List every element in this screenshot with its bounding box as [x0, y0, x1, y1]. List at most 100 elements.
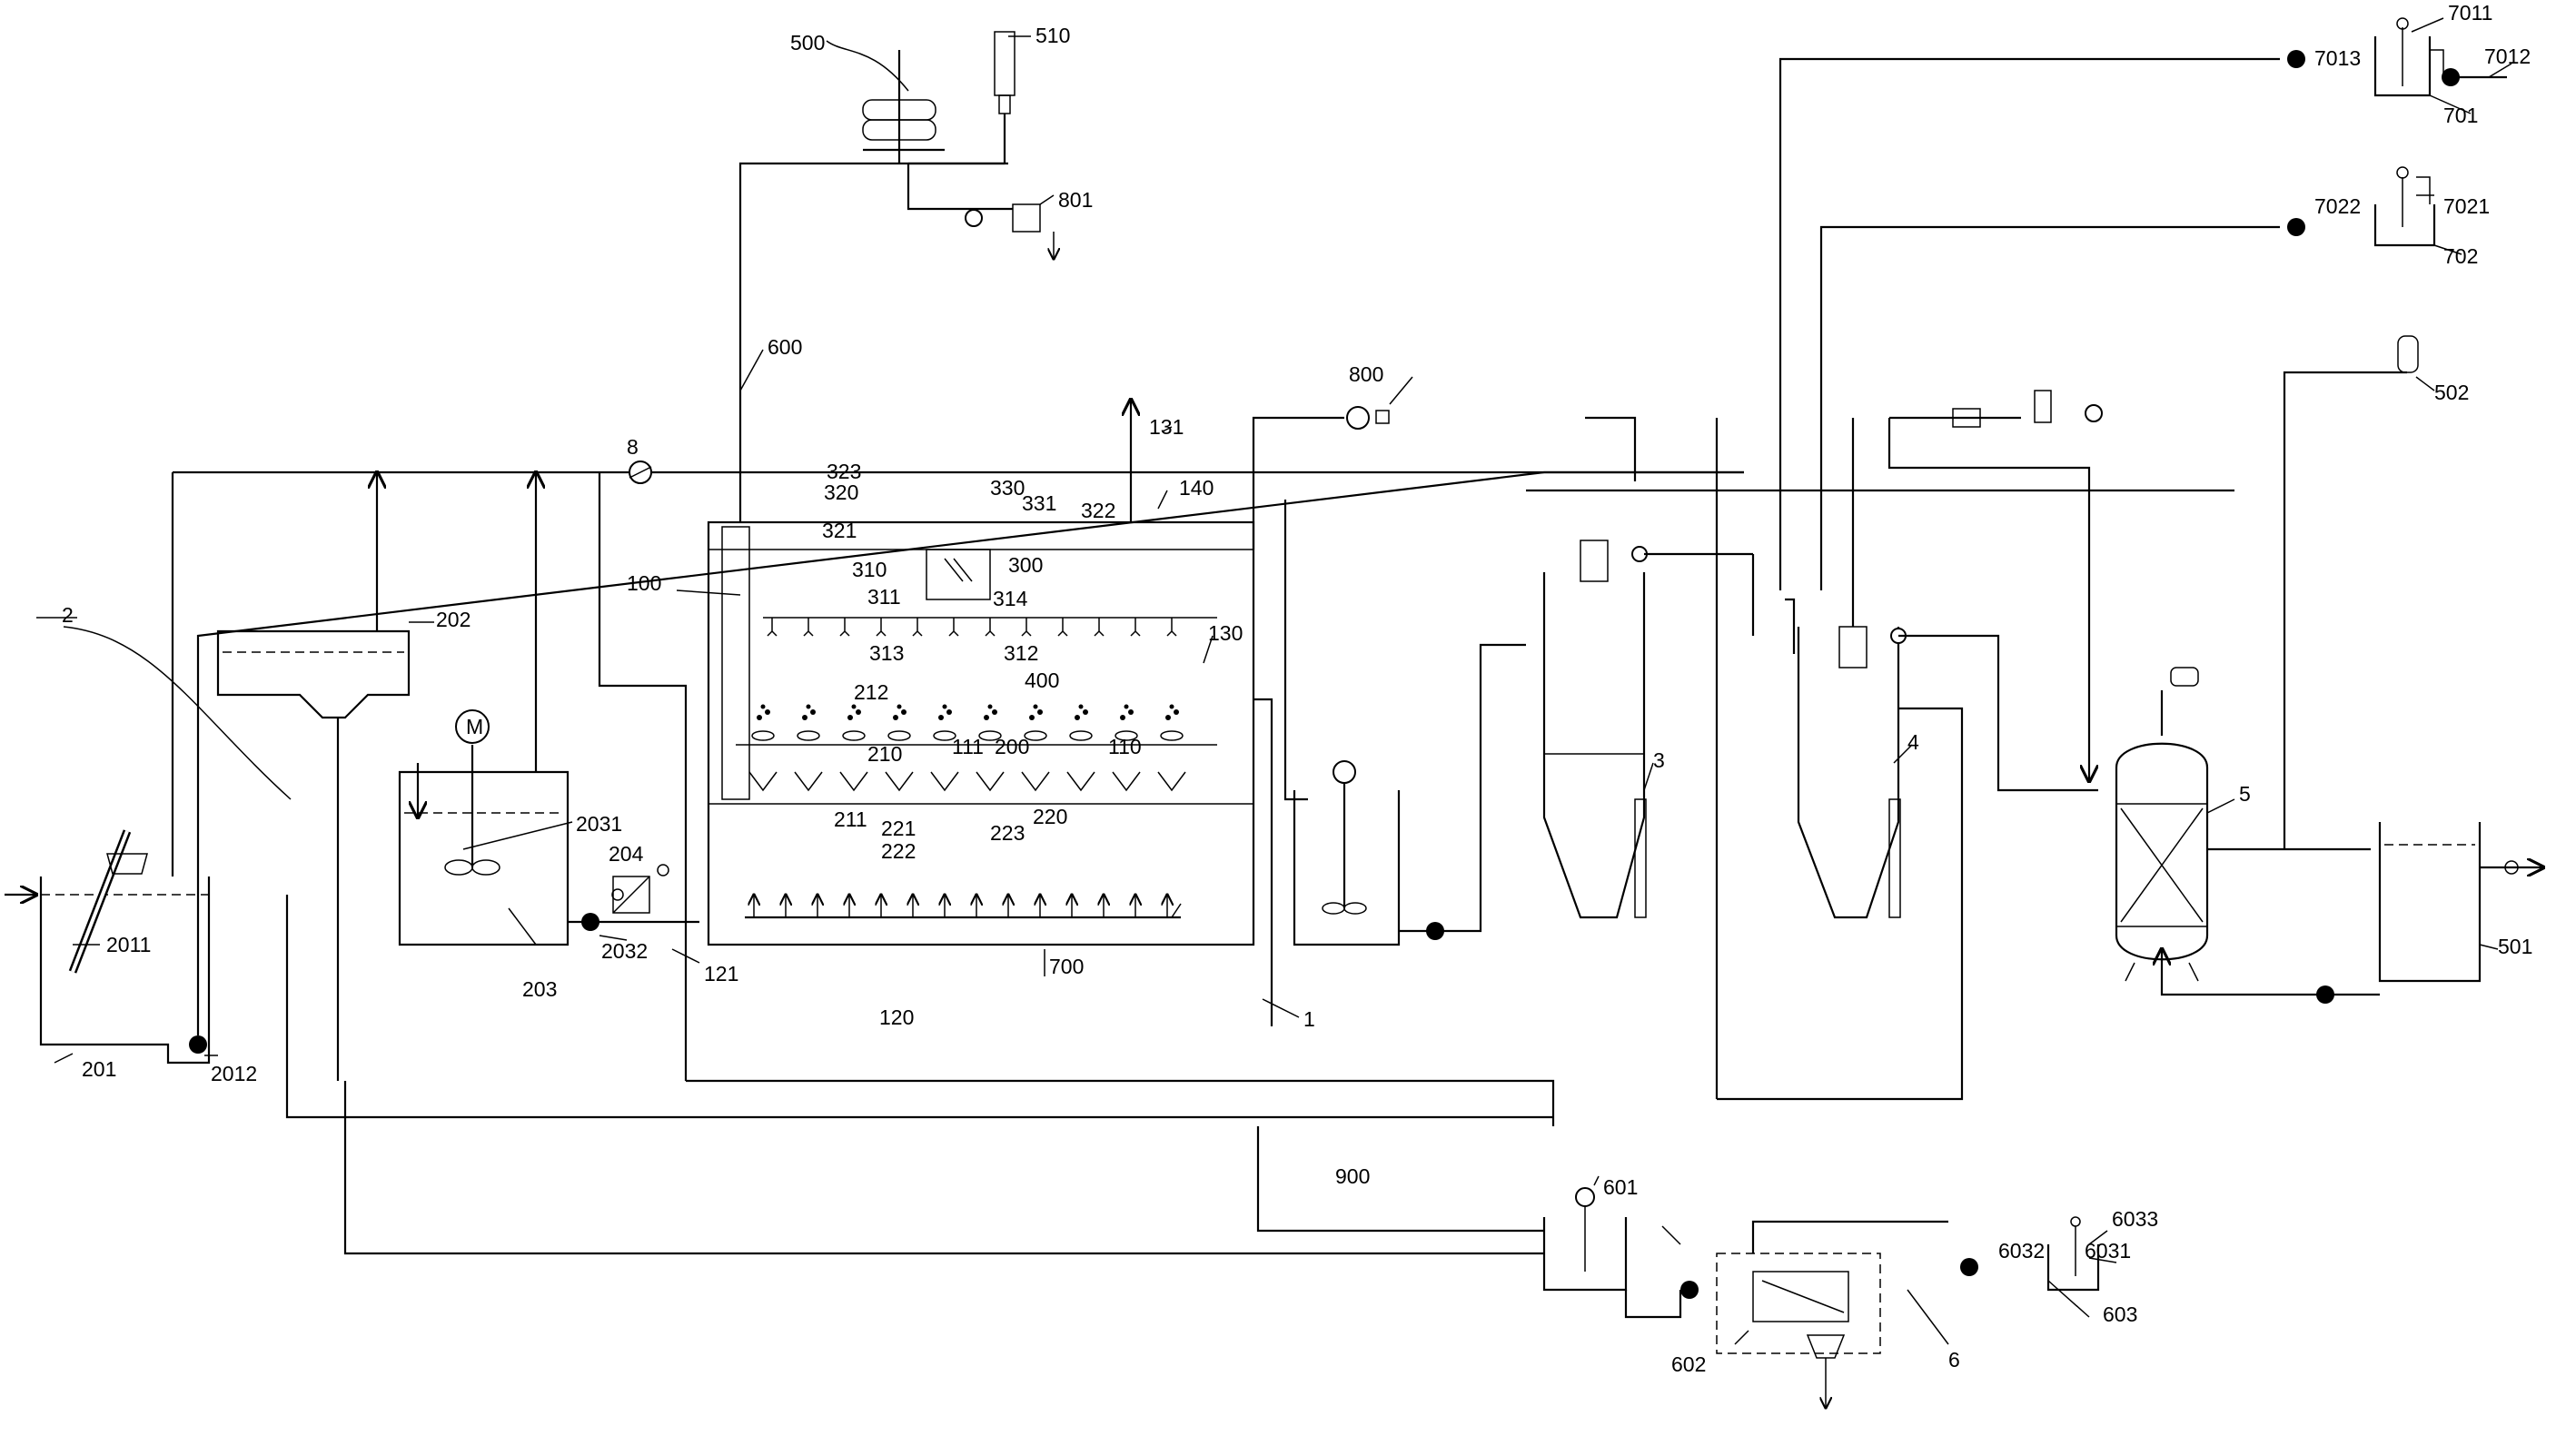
- label-223: 223: [990, 821, 1025, 845]
- unit-400-disc: [842, 730, 866, 741]
- spray-nozzle: [876, 618, 887, 637]
- bubble: [765, 709, 770, 715]
- hopper: [1157, 771, 1186, 792]
- label-601: 601: [1603, 1175, 1638, 1199]
- tower-4: [1797, 626, 1907, 919]
- hopper: [794, 771, 823, 792]
- unit-500: [862, 50, 945, 163]
- label-111: 111: [952, 735, 984, 758]
- label-310: 310: [852, 558, 887, 581]
- hopper: [1066, 771, 1095, 792]
- tank-601: [1542, 1187, 1681, 1292]
- label-2031: 2031: [576, 812, 622, 836]
- label-314: 314: [993, 587, 1028, 610]
- label-7013: 7013: [2314, 46, 2361, 70]
- unit-800: [1346, 406, 1390, 430]
- label-210: 210: [867, 742, 902, 766]
- dosing-204: [611, 864, 669, 914]
- bubble: [942, 704, 947, 709]
- label-800: 800: [1349, 362, 1383, 386]
- mixer-after-reactor: [1293, 643, 1526, 946]
- bubble: [987, 704, 993, 709]
- bubble: [760, 704, 766, 709]
- unit-400-disc: [887, 730, 911, 741]
- bubble: [810, 709, 816, 715]
- label-201: 201: [82, 1057, 116, 1081]
- unit-400-disc: [751, 730, 775, 741]
- label-220: 220: [1033, 805, 1067, 828]
- label-300: 300: [1008, 553, 1043, 577]
- tower-3: [1542, 540, 1648, 919]
- bubble: [802, 715, 807, 720]
- label-8: 8: [627, 435, 639, 459]
- label-1: 1: [1303, 1007, 1315, 1031]
- label-203: 203: [522, 977, 557, 1001]
- leader-lines: [36, 17, 2512, 1345]
- label-140: 140: [1179, 476, 1214, 500]
- screen-2011: [68, 829, 148, 974]
- label-602: 602: [1671, 1352, 1706, 1376]
- unit-400-disc: [978, 730, 1002, 741]
- unit-400-disc: [797, 730, 820, 741]
- label-501: 501: [2498, 935, 2532, 958]
- label-4: 4: [1907, 730, 1919, 754]
- label-120: 120: [879, 1005, 914, 1029]
- label-121: 121: [704, 962, 738, 985]
- label-330: 330: [990, 476, 1025, 500]
- bubble: [893, 715, 898, 720]
- spray-nozzle: [1130, 618, 1141, 637]
- bubble: [901, 709, 907, 715]
- label-400: 400: [1025, 668, 1059, 692]
- spray-nozzle: [803, 618, 814, 637]
- label-202: 202: [436, 608, 471, 631]
- unit-510: [908, 31, 1016, 165]
- label-6032: 6032: [1998, 1239, 2045, 1263]
- label-5: 5: [2239, 782, 2251, 806]
- spray-nozzle: [948, 618, 959, 637]
- bubble: [1078, 704, 1084, 709]
- hopper: [976, 771, 1005, 792]
- bubble: [1075, 715, 1080, 720]
- tank-603: [1960, 1216, 2100, 1292]
- bubble: [1124, 704, 1129, 709]
- label-322: 322: [1081, 499, 1115, 522]
- bubble: [984, 715, 989, 720]
- unit-801: [907, 163, 1054, 259]
- spray-nozzle: [839, 618, 850, 637]
- tank-701: [2287, 17, 2507, 97]
- label-100: 100: [627, 571, 661, 595]
- label-313: 313: [869, 641, 904, 665]
- bubble: [1120, 715, 1125, 720]
- bubble: [938, 715, 944, 720]
- bubble: [1165, 715, 1171, 720]
- bubble: [1174, 709, 1179, 715]
- label-500: 500: [790, 31, 825, 54]
- unit-400-disc: [1115, 730, 1138, 741]
- label-700: 700: [1049, 955, 1084, 978]
- press-602: [1624, 1253, 1881, 1408]
- hopper: [1112, 771, 1141, 792]
- spray-nozzle: [912, 618, 923, 637]
- bubble: [856, 709, 861, 715]
- label-6031: 6031: [2085, 1239, 2131, 1263]
- label-2011: 2011: [106, 933, 151, 956]
- label-211: 211: [834, 807, 867, 831]
- label-2032: 2032: [601, 939, 648, 963]
- label-130: 130: [1208, 621, 1243, 645]
- label-7011: 7011: [2448, 1, 2492, 25]
- bubble: [946, 709, 952, 715]
- label-801: 801: [1058, 188, 1093, 212]
- bubble: [806, 704, 811, 709]
- label-222: 222: [881, 839, 916, 863]
- aerators-700: [745, 895, 1181, 919]
- label-323: 323: [827, 460, 861, 483]
- bubble: [897, 704, 902, 709]
- label-331: 331: [1022, 491, 1056, 515]
- bubble: [1037, 709, 1043, 715]
- unit-400-disc: [933, 730, 956, 741]
- bubble: [1083, 709, 1088, 715]
- label-600: 600: [768, 335, 802, 359]
- bubble: [992, 709, 997, 715]
- tank-501: [2378, 822, 2543, 983]
